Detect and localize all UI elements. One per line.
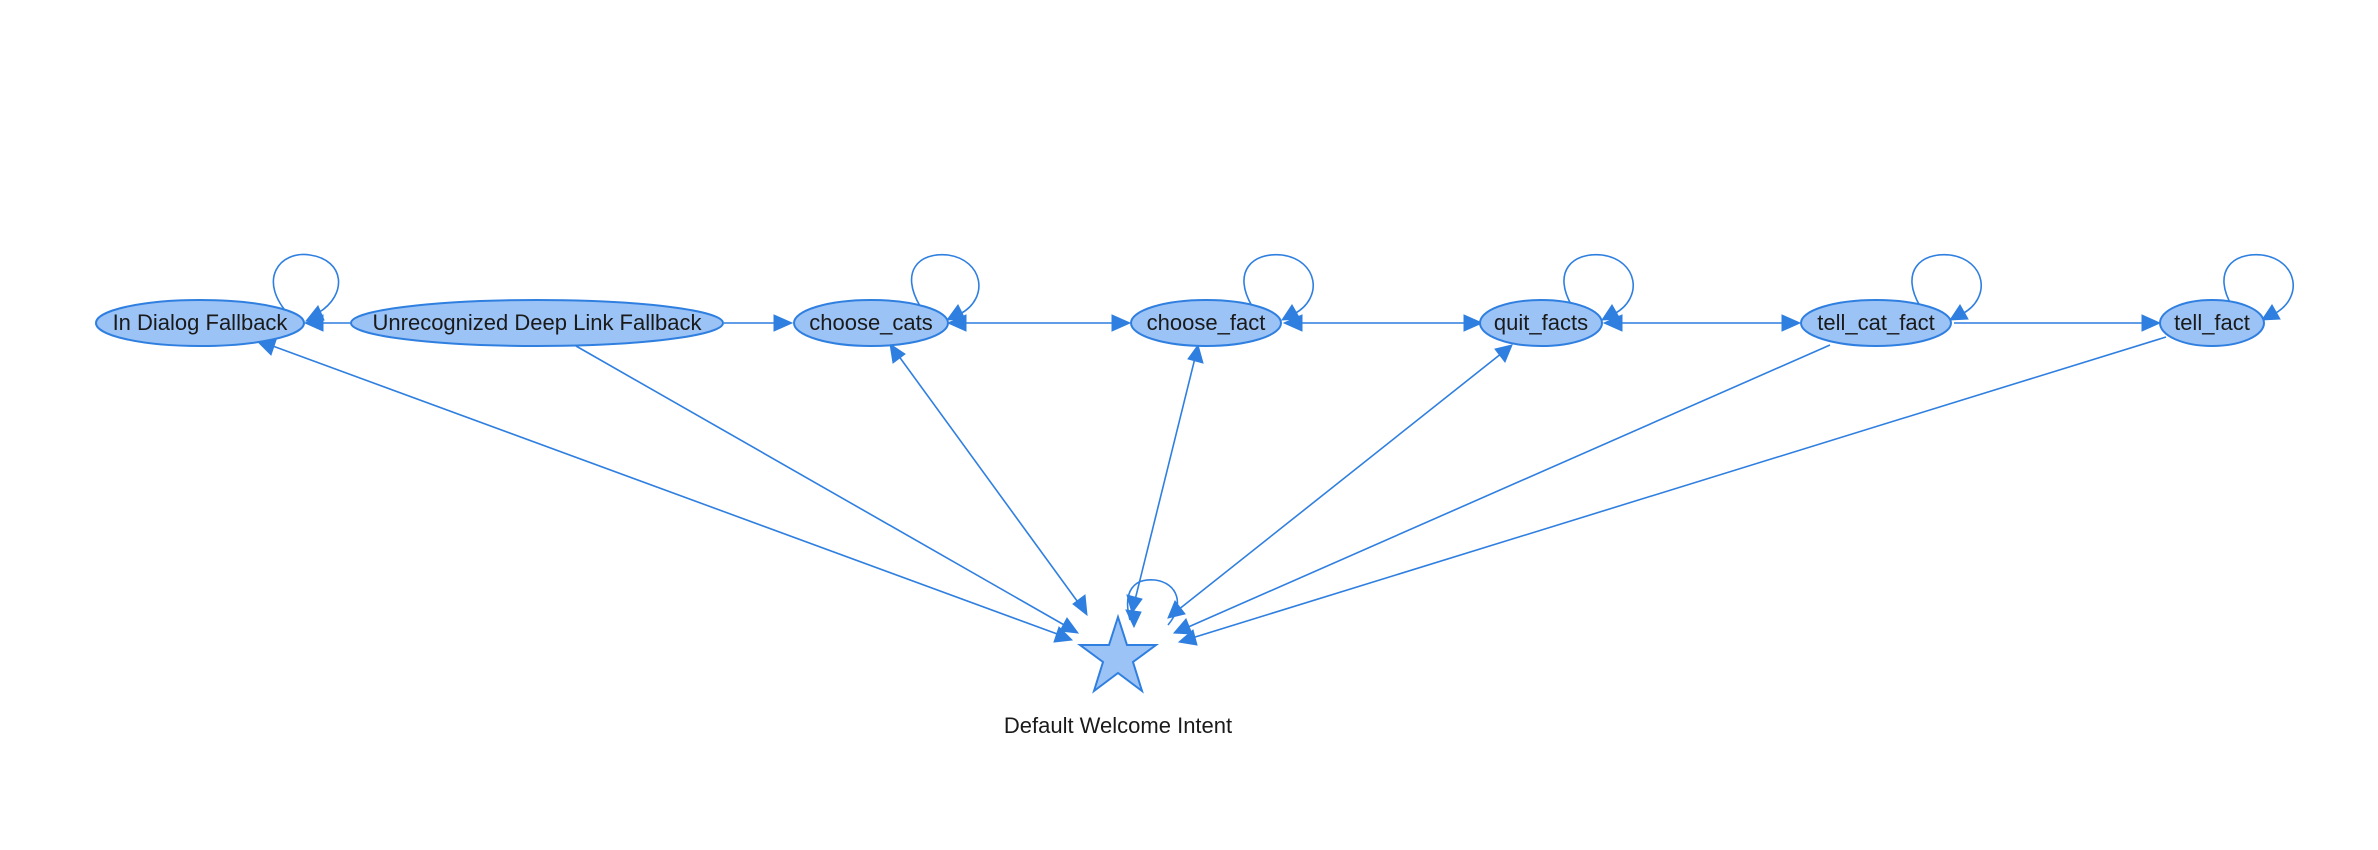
node-label: tell_fact: [2174, 310, 2250, 335]
self-loops: [272, 253, 2294, 629]
node-label: tell_cat_fact: [1817, 310, 1934, 335]
edges: [255, 314, 2167, 646]
arrowhead: [1781, 314, 1802, 332]
edge-tell-cat-fact-to-welcome: [1185, 344, 1831, 629]
star-icon: [1076, 613, 1160, 694]
arrowhead: [1949, 304, 1969, 321]
loop-choose-cats: [910, 253, 980, 315]
edge-welcome-in-dialog: [269, 344, 1061, 636]
node-label: Default Welcome Intent: [1004, 713, 1232, 738]
arrowhead: [1177, 629, 1198, 646]
node-shape: [95, 299, 305, 347]
arrowhead: [304, 305, 325, 322]
loop-choose-fact: [1243, 253, 1314, 315]
node-shape: [2159, 299, 2265, 347]
loop-quit-facts: [1563, 253, 1634, 315]
node-label: Unrecognized Deep Link Fallback: [373, 310, 703, 335]
edge-unrecognized-to-welcome: [575, 345, 1067, 627]
edge-welcome-quit-facts: [1177, 352, 1503, 611]
arrowhead: [1059, 617, 1080, 634]
arrowhead: [1053, 626, 1074, 643]
arrowhead: [889, 342, 906, 364]
node-shape: [793, 299, 949, 347]
node-choose-cats[interactable]: choose_cats: [793, 299, 949, 347]
arrowhead: [773, 314, 794, 332]
arrowhead: [945, 304, 966, 321]
arrowhead: [1463, 314, 1484, 332]
node-shape: [1130, 299, 1282, 347]
node-shape: [1800, 299, 1952, 347]
node-in-dialog-fallback[interactable]: In Dialog Fallback: [95, 299, 305, 347]
edge-tell-fact-to-welcome: [1191, 336, 2167, 639]
node-default-welcome-intent[interactable]: Default Welcome Intent: [1004, 613, 1232, 738]
node-choose-fact[interactable]: choose_fact: [1130, 299, 1282, 347]
arrowhead: [2261, 304, 2281, 321]
arrowhead: [1281, 304, 1301, 321]
node-tell-fact[interactable]: tell_fact: [2159, 299, 2265, 347]
node-label: choose_cats: [809, 310, 933, 335]
node-tell-cat-fact[interactable]: tell_cat_fact: [1800, 299, 1952, 347]
node-shape: [1479, 299, 1603, 347]
node-label: In Dialog Fallback: [113, 310, 289, 335]
loop-tell-cat-fact: [1911, 253, 1982, 315]
arrowhead: [1072, 594, 1088, 617]
arrowhead: [1187, 343, 1204, 364]
arrowhead: [1125, 609, 1142, 629]
arrowhead: [1126, 594, 1143, 615]
loop-default-welcome-intent: [1126, 579, 1179, 626]
edge-welcome-choose-fact: [1134, 357, 1196, 601]
node-label: choose_fact: [1147, 310, 1266, 335]
arrowhead: [1111, 314, 1132, 332]
node-unrecognized-deep-link-fallback[interactable]: Unrecognized Deep Link Fallback: [350, 299, 724, 347]
loop-tell-fact: [2223, 253, 2294, 315]
edge-welcome-choose-cats: [897, 354, 1081, 606]
arrowhead: [1601, 304, 1621, 321]
loop-in-dialog-fallback: [272, 253, 340, 317]
node-label: quit_facts: [1494, 310, 1588, 335]
arrowhead: [1494, 344, 1513, 363]
arrowhead: [2141, 314, 2162, 332]
node-shape: [350, 299, 724, 347]
arrowhead: [1172, 618, 1193, 635]
node-quit-facts[interactable]: quit_facts: [1479, 299, 1603, 347]
